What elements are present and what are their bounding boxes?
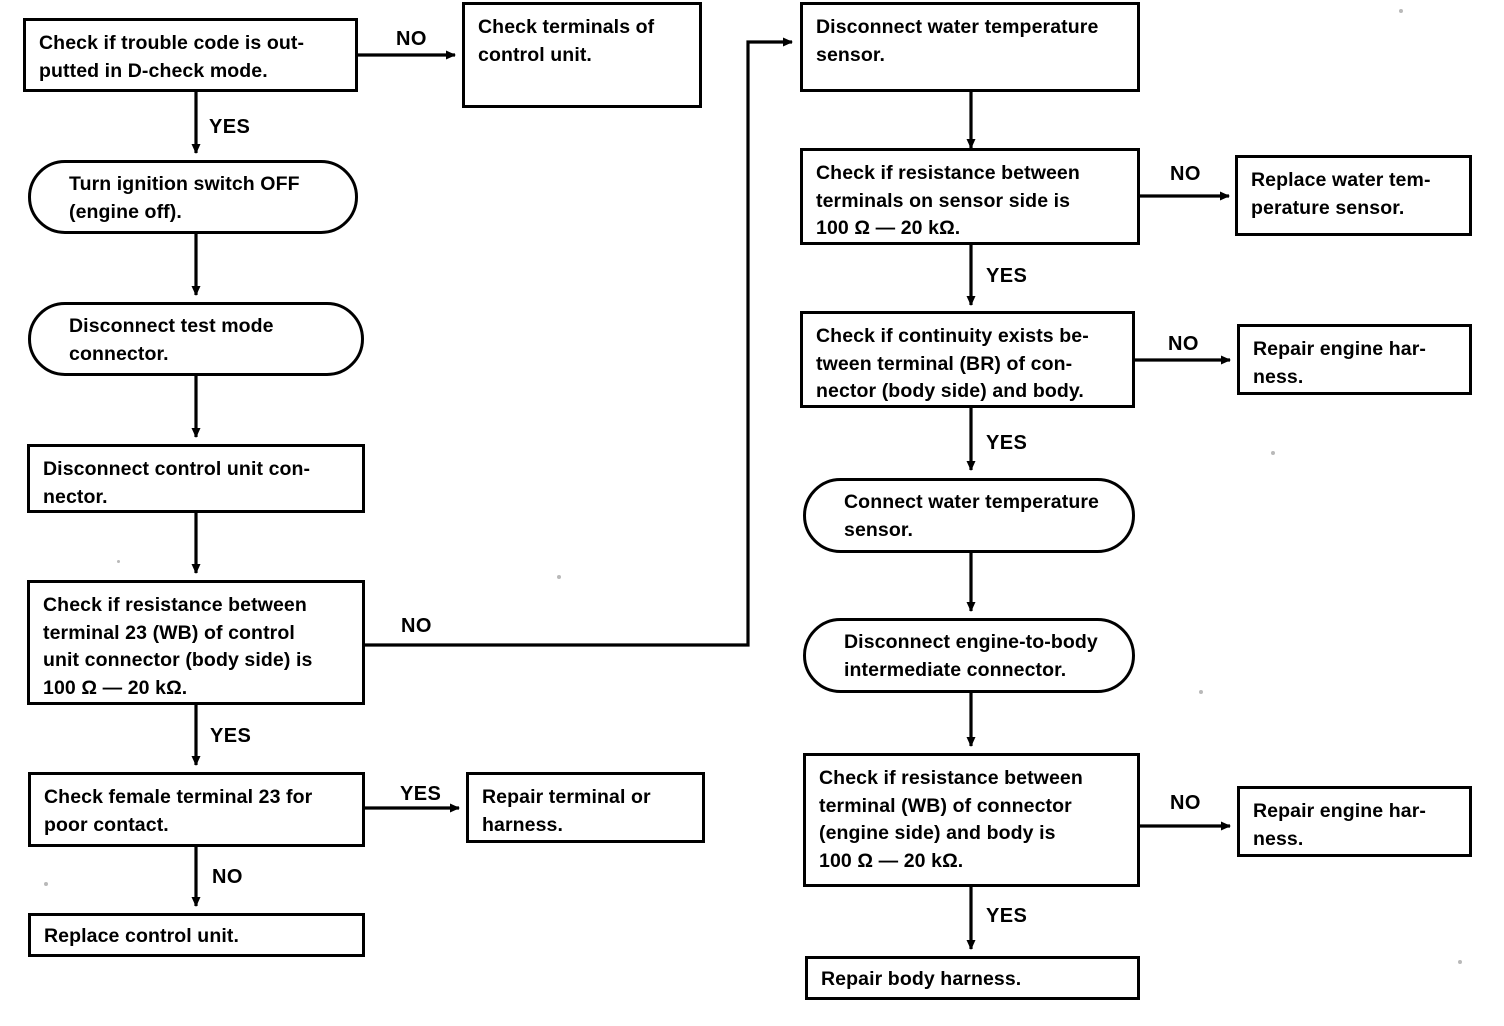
node-text-line: Disconnect test mode — [69, 314, 274, 337]
node-text-line: terminal (WB) of connector — [819, 794, 1072, 817]
node-replace-water-temperature-sensor[interactable]: Replace water tem- perature sensor. — [1235, 155, 1472, 236]
node-text-line: Repair terminal or — [482, 786, 651, 808]
node-text-line: (engine side) and body is — [819, 822, 1056, 845]
node-check-continuity-terminal-br[interactable]: Check if continuity exists be- tween ter… — [800, 311, 1135, 408]
node-text-line: Repair engine har- — [1253, 800, 1427, 822]
node-text-line: ness. — [1253, 365, 1304, 388]
node-text-line: Check if resistance between — [816, 162, 1080, 184]
scan-speck — [1271, 451, 1275, 455]
node-text-line: 100 Ω — 20 kΩ. — [816, 217, 961, 240]
edge-label-yes-5: YES — [986, 432, 1028, 454]
node-text-line: terminal 23 (WB) of control — [43, 621, 295, 644]
node-text-line: Connect water temperature — [844, 491, 1099, 514]
node-repair-engine-harness-upper[interactable]: Repair engine har- ness. — [1237, 324, 1472, 395]
node-text-line: 100 Ω — 20 kΩ. — [43, 677, 188, 700]
edge-label-yes-1: YES — [209, 116, 251, 138]
node-text-line: Check female terminal 23 for — [44, 786, 313, 808]
edge-label-no-2: NO — [401, 615, 432, 637]
edge-label-yes-2: YES — [210, 725, 252, 747]
node-disconnect-control-unit-connector[interactable]: Disconnect control unit con- nector. — [27, 444, 365, 513]
node-text-line: Replace water tem- — [1251, 169, 1431, 191]
node-text-line: unit connector (body side) is — [43, 649, 313, 672]
node-check-resistance-wb-engine-side[interactable]: Check if resistance between terminal (WB… — [803, 753, 1140, 887]
edge-label-yes-4: YES — [986, 265, 1028, 287]
node-text-line: Disconnect water temperature — [816, 16, 1099, 38]
scan-speck — [1199, 690, 1203, 694]
edge-label-no-4: NO — [1170, 163, 1201, 185]
node-text-line: sensor. — [844, 519, 913, 541]
node-text-line: Repair body harness. — [821, 967, 1022, 990]
node-text-line: sensor. — [816, 43, 885, 66]
node-text-line: intermediate connector. — [844, 659, 1067, 681]
node-text-line: terminals on sensor side is — [816, 189, 1071, 212]
edge-label-yes-6: YES — [986, 905, 1028, 927]
scan-speck — [44, 882, 48, 886]
node-connect-water-temperature-sensor[interactable]: Connect water temperature sensor. — [803, 478, 1135, 553]
node-text-line: tween terminal (BR) of con- — [816, 352, 1073, 375]
node-text-line: (engine off). — [69, 200, 182, 223]
node-check-terminals-of-control-unit[interactable]: Check terminals of control unit. — [462, 2, 702, 108]
node-text-line: 100 Ω — 20 kΩ. — [819, 850, 964, 873]
node-text-line: harness. — [482, 813, 564, 836]
node-repair-body-harness[interactable]: Repair body harness. — [805, 956, 1140, 1000]
edge-label-no-1: NO — [396, 28, 427, 50]
edge-label-no-5: NO — [1168, 333, 1199, 355]
scan-speck — [1458, 960, 1462, 964]
edge-label-yes-3: YES — [400, 783, 442, 805]
node-text-line: putted in D-check mode. — [39, 59, 268, 82]
node-repair-engine-harness-lower[interactable]: Repair engine har- ness. — [1237, 786, 1472, 857]
node-disconnect-intermediate-connector[interactable]: Disconnect engine-to-body intermediate c… — [803, 618, 1135, 693]
edge-label-no-3: NO — [212, 866, 243, 888]
edge-label-no-6: NO — [1170, 792, 1201, 814]
node-text-line: Check if resistance between — [43, 594, 307, 616]
node-text-line: control unit. — [478, 43, 592, 66]
node-text-line: Check terminals of — [478, 16, 655, 38]
scan-speck — [1399, 9, 1403, 13]
node-disconnect-water-temperature-sensor[interactable]: Disconnect water temperature sensor. — [800, 2, 1140, 92]
node-text-line: nector. — [43, 485, 108, 508]
node-text-line: Check if continuity exists be- — [816, 325, 1089, 347]
node-text-line: Check if resistance between — [819, 767, 1083, 789]
node-disconnect-test-mode-connector[interactable]: Disconnect test mode connector. — [28, 302, 364, 376]
node-text-line: perature sensor. — [1251, 196, 1405, 219]
node-text-line: nector (body side) and body. — [816, 380, 1084, 403]
node-check-trouble-code[interactable]: Check if trouble code is out- putted in … — [23, 18, 358, 92]
node-text-line: ness. — [1253, 827, 1304, 850]
node-check-resistance-terminal-23[interactable]: Check if resistance between terminal 23 … — [27, 580, 365, 705]
node-check-resistance-sensor-side[interactable]: Check if resistance between terminals on… — [800, 148, 1140, 245]
node-text-line: connector. — [69, 342, 169, 365]
node-text-line: Turn ignition switch OFF — [69, 172, 300, 195]
node-turn-ignition-switch-off[interactable]: Turn ignition switch OFF (engine off). — [28, 160, 358, 234]
node-text-line: Repair engine har- — [1253, 338, 1427, 360]
node-repair-terminal-or-harness[interactable]: Repair terminal or harness. — [466, 772, 705, 843]
node-text-line: Disconnect control unit con- — [43, 458, 311, 480]
wire-no-to-water-temp-sensor — [365, 37, 793, 647]
node-check-female-terminal-23[interactable]: Check female terminal 23 for poor contac… — [28, 772, 365, 847]
node-text-line: Check if trouble code is out- — [39, 32, 305, 54]
node-replace-control-unit[interactable]: Replace control unit. — [28, 913, 365, 957]
scan-speck — [117, 560, 120, 563]
node-text-line: poor contact. — [44, 813, 169, 836]
node-text-line: Replace control unit. — [44, 924, 239, 947]
node-text-line: Disconnect engine-to-body — [844, 631, 1098, 654]
scan-speck — [557, 575, 561, 579]
